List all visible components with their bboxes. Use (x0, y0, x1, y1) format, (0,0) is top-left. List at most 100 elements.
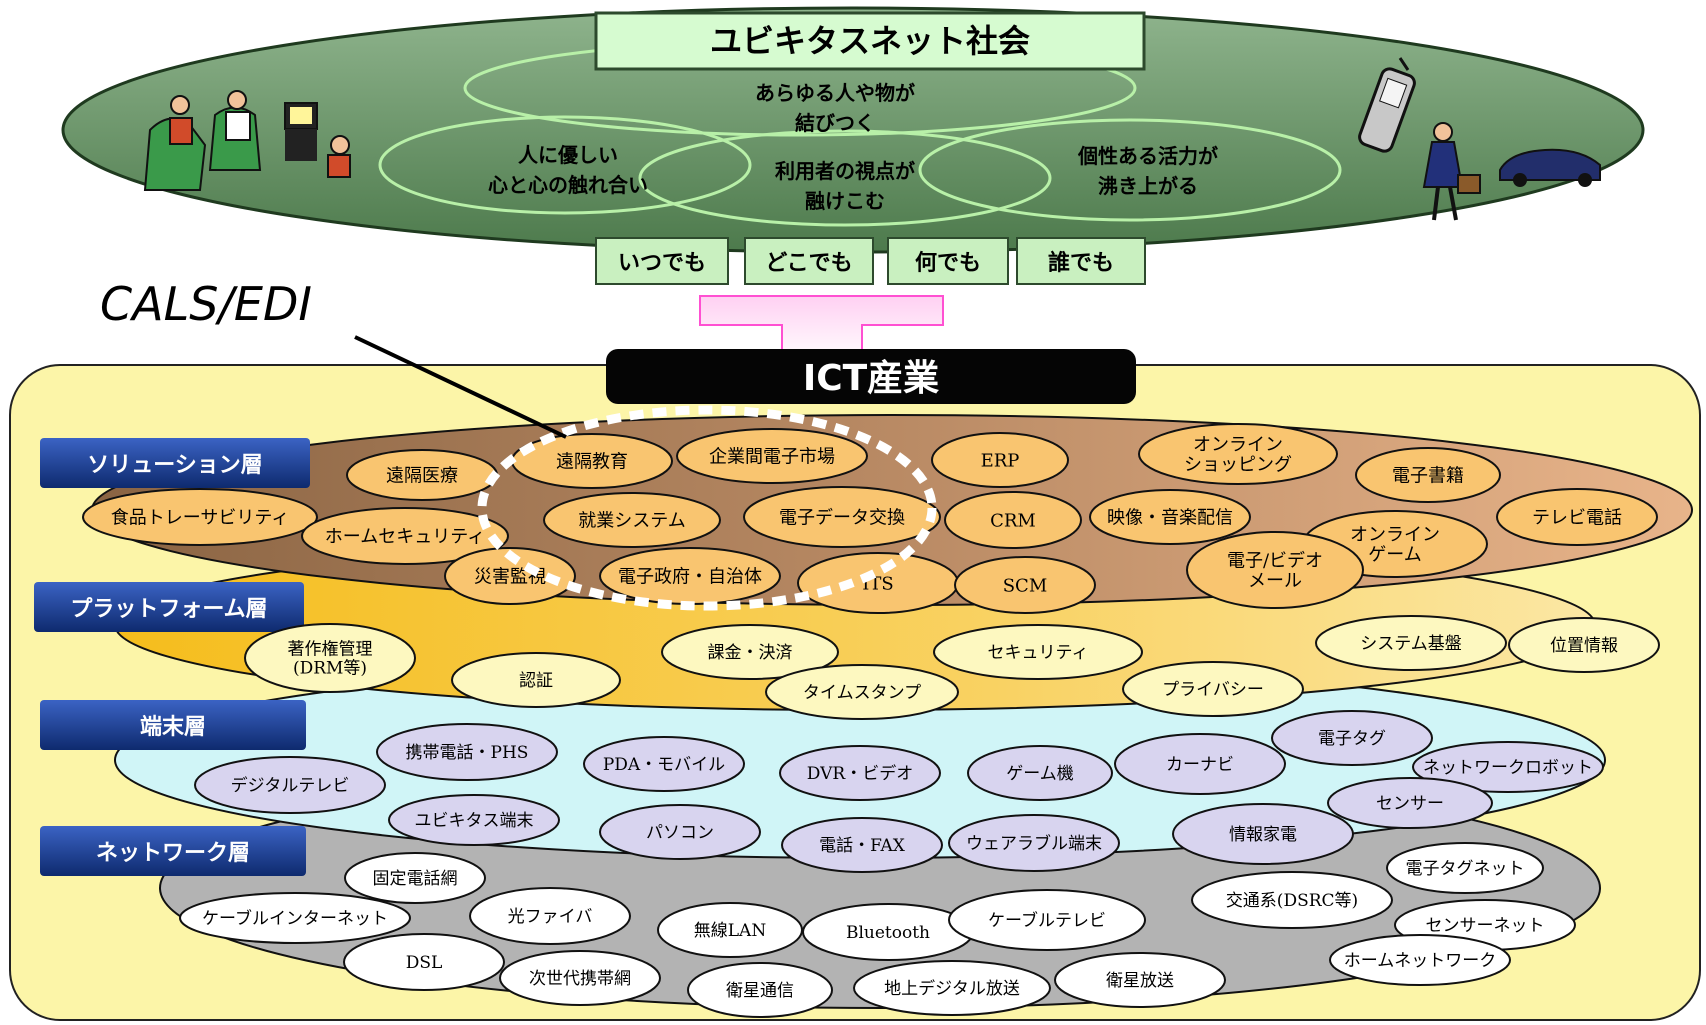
network-item-label: 電子タグネット (1406, 859, 1525, 879)
solution-item-label: CRM (990, 510, 1036, 531)
solution-label-box (40, 438, 310, 488)
platform-item-label: 著作権管理 (288, 640, 373, 660)
solution-item-label: オンライン (1193, 434, 1283, 455)
terminal-label: 端末層 (140, 715, 206, 740)
anytime-label-3: 何でも (915, 250, 981, 276)
terminal-item-label: ゲーム機 (1006, 764, 1074, 784)
platform-item-7: システム基盤 (1315, 615, 1507, 671)
terminal-item-12: ウェアラブル端末 (948, 814, 1120, 872)
solution-item-6: 電子書籍 (1355, 447, 1501, 503)
solution-item-oval (1355, 447, 1501, 503)
solution-item-label: 遠隔医療 (386, 465, 458, 486)
solution-label: ソリューション層 (87, 453, 263, 478)
cals-edi-pointer-line (354, 335, 567, 439)
solution-item-label: 電子書籍 (1392, 465, 1464, 486)
society-value-1-line-2: 結びつく (795, 111, 875, 135)
terminal-item-oval (599, 804, 761, 860)
platform-item-oval (244, 623, 416, 693)
platform-item-label: 位置情報 (1550, 636, 1618, 656)
network-item-oval (179, 892, 411, 944)
society-value-1-line-1: あらゆる人や物が (755, 81, 915, 105)
solution-item-18: SCM (954, 556, 1096, 614)
solution-item-13: テレビ電話 (1496, 488, 1658, 546)
network-item-label: ケーブルテレビ (988, 910, 1106, 931)
network-item-label: 次世代携帯網 (529, 969, 631, 989)
society-value-2: 人に優しい 心と心の触れ合い (488, 143, 648, 197)
platform-item-oval (933, 624, 1143, 680)
network-item-label: DSL (406, 953, 443, 973)
terminal-item-label: DVR・ビデオ (807, 763, 913, 784)
solution-item-label: 遠隔教育 (556, 451, 628, 472)
platform-label: プラットフォーム層 (70, 597, 267, 622)
terminal-item-8: ネットワークロボット (1412, 741, 1604, 793)
terminal-item-oval (967, 745, 1113, 801)
society-value-4: 個性ある活力が 沸き上がる (1077, 144, 1218, 198)
solution-item-oval (1138, 423, 1338, 485)
platform-item-label: セキュリティ (988, 643, 1089, 663)
society-value-4-line-2: 沸き上がる (1098, 174, 1198, 198)
cals-edi-highlight-ring (477, 405, 937, 611)
businesswoman-icon (1422, 122, 1481, 221)
terminal-item-oval (583, 736, 745, 792)
anytime-box-2 (744, 237, 874, 285)
network-item-oval (343, 933, 505, 991)
solution-item-oval (676, 428, 868, 484)
network-item-12: 衛星通信 (687, 962, 833, 1018)
terminal-item-14: センサー (1327, 777, 1493, 829)
solution-item-oval (743, 486, 941, 548)
terminal-item-1: 携帯電話・PHS (376, 723, 558, 781)
terminal-item-oval (1327, 777, 1493, 829)
solution-item-oval (1089, 489, 1251, 545)
platform-item-oval (765, 664, 959, 720)
terminal-item-2: デジタルテレビ (194, 756, 386, 814)
solution-item-label: メール (1248, 570, 1302, 591)
network-item-13: 地上デジタル放送 (853, 960, 1051, 1016)
solution-item-label: 電子データ交換 (779, 507, 905, 528)
terminal-item-label: 携帯電話・PHS (406, 743, 529, 763)
platform-item-oval (451, 652, 621, 708)
solution-item-label: ERP (981, 450, 1020, 471)
society-title-box (594, 11, 1146, 71)
anytime-box-4 (1016, 237, 1146, 285)
terminal-item-7: 電子タグ (1271, 710, 1433, 766)
solution-item-label: 電子/ビデオ (1227, 550, 1323, 571)
terminal-item-oval (781, 817, 943, 873)
solution-item-9: 就業システム (543, 492, 721, 548)
network-item-label: 交通系(DSRC等) (1226, 891, 1358, 911)
network-item-5: Bluetooth (802, 903, 974, 961)
terminal-item-oval (1172, 803, 1354, 865)
solution-item-11: CRM (944, 491, 1082, 549)
solution-item-oval (931, 432, 1069, 488)
platform-item-4: タイムスタンプ (765, 664, 959, 720)
terminal-item-6: カーナビ (1114, 733, 1286, 795)
terminal-item-label: 電話・FAX (819, 836, 906, 856)
terminal-item-oval (376, 723, 558, 781)
mobile-phone-icon (1358, 57, 1416, 153)
terminal-item-10: パソコン (599, 804, 761, 860)
terminal-item-label: カーナビ (1166, 755, 1234, 775)
terminal-item-11: 電話・FAX (781, 817, 943, 873)
anytime-box-3 (887, 237, 1009, 285)
society-value-2-line-1: 人に優しい (518, 143, 618, 167)
network-item-label: ケーブルインターネット (202, 908, 388, 929)
network-item-label: 衛星通信 (726, 981, 794, 1001)
network-item-label: 地上デジタル放送 (884, 978, 1020, 999)
platform-item-label: プライバシー (1162, 680, 1264, 700)
society-title: ユビキタスネット社会 (710, 22, 1030, 60)
terminal-item-label: デジタルテレビ (231, 775, 350, 796)
network-item-label: 光ファイバ (508, 907, 593, 927)
network-item-10: DSL (343, 933, 505, 991)
solution-item-oval (301, 507, 509, 565)
platform-item-label: (DRM等) (293, 659, 367, 679)
terminal-item-4: DVR・ビデオ (779, 745, 941, 801)
anytime-box-1 (595, 237, 729, 285)
solution-item-oval (954, 556, 1096, 614)
anytime-label-1: いつでも (618, 251, 706, 276)
platform-item-label: タイムスタンプ (803, 683, 921, 703)
terminal-item-oval (388, 794, 560, 846)
